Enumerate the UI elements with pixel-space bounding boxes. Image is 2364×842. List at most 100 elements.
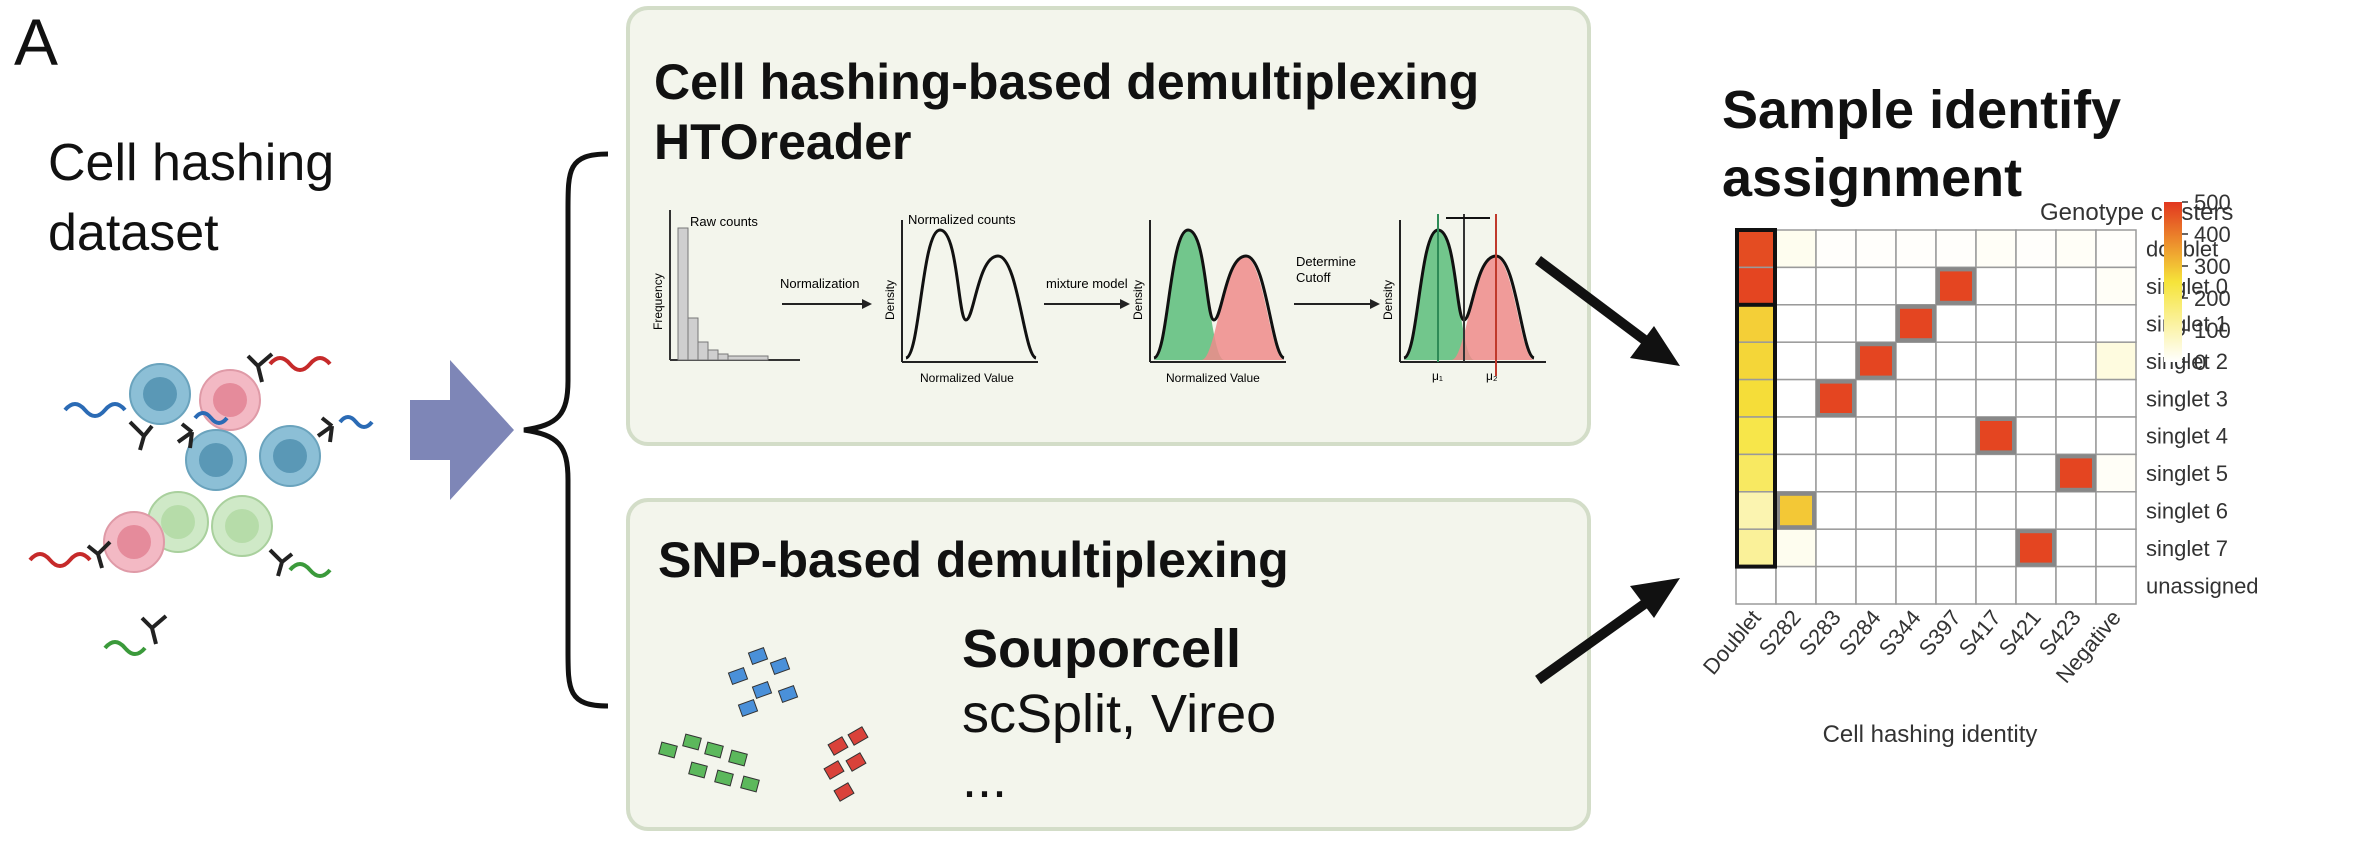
hashing-panel-title: Cell hashing-based demultiplexing HTOrea… bbox=[654, 54, 1480, 170]
y-tick-label: singlet 7 bbox=[2146, 536, 2228, 561]
x-tick-label: S344 bbox=[1874, 605, 1926, 660]
hashtag-oligos bbox=[28, 356, 374, 656]
heatmap-cell-3-5 bbox=[1935, 341, 1977, 381]
heatmap-cell-5-1 bbox=[1775, 416, 1817, 456]
heatmap-cell-6-7 bbox=[2015, 453, 2057, 493]
heatmap-cell-1-9 bbox=[2095, 266, 2137, 306]
heatmap-cell-5-8 bbox=[2055, 416, 2097, 456]
y-tick-label: singlet 3 bbox=[2146, 386, 2228, 411]
mixture-model-plot: Density Normalized Value bbox=[1131, 220, 1286, 385]
heatmap-cell-6-8 bbox=[2055, 453, 2097, 493]
heatmap-cell-0-1 bbox=[1775, 229, 1817, 269]
heatmap-cell-8-0 bbox=[1735, 528, 1777, 568]
heatmap-cell-6-2 bbox=[1815, 453, 1857, 493]
colorbar-gradient bbox=[2164, 202, 2182, 362]
heatmap-cell-0-2 bbox=[1815, 229, 1857, 269]
cell-green-2 bbox=[211, 495, 273, 557]
heatmap-cell-2-3 bbox=[1855, 304, 1897, 343]
heatmap-cell-8-1 bbox=[1775, 528, 1817, 568]
flow-arrow-icon bbox=[410, 360, 514, 500]
antibodies bbox=[86, 352, 334, 645]
cell-pink-2 bbox=[103, 511, 165, 573]
heatmap-cell-5-6 bbox=[1975, 416, 2017, 456]
heatmap-cell-3-6 bbox=[1975, 341, 2017, 381]
cutoff-plot: Density μ₁ μ₂ bbox=[1381, 214, 1546, 383]
heatmap-cell-8-2 bbox=[1815, 528, 1857, 568]
heatmap-cell-1-1 bbox=[1775, 266, 1817, 306]
assignment-title: Sample identify assignment bbox=[1722, 80, 2122, 208]
heatmap-cell-2-7 bbox=[2015, 304, 2057, 343]
heatmap-cell-8-9 bbox=[2095, 528, 2137, 568]
heatmap-cell-8-3 bbox=[1855, 528, 1897, 568]
x-tick-label: S284 bbox=[1834, 605, 1886, 660]
colorbar-tick-label: 0 bbox=[2194, 350, 2206, 375]
heatmap-cell-9-1 bbox=[1775, 565, 1817, 605]
heatmap-cell-4-8 bbox=[2055, 378, 2097, 418]
heatmap-cell-4-1 bbox=[1775, 378, 1817, 418]
heatmap-cell-5-7 bbox=[2015, 416, 2057, 456]
heatmap-cell-1-3 bbox=[1855, 266, 1897, 306]
arrow-top-icon bbox=[1535, 256, 1680, 366]
highlight-2-4 bbox=[1896, 304, 1936, 343]
souporcell-label: Souporcell bbox=[962, 619, 1242, 679]
heatmap-cell-0-8 bbox=[2055, 229, 2097, 269]
heatmap-cell-0-5 bbox=[1935, 229, 1977, 269]
highlight-1-5 bbox=[1936, 267, 1976, 305]
highlight-8-7 bbox=[2016, 529, 2056, 567]
heatmap-cell-4-4 bbox=[1895, 378, 1937, 418]
heatmap-cell-6-6 bbox=[1975, 453, 2017, 493]
y-tick-label: doublet bbox=[2146, 237, 2218, 262]
heatmap-cell-9-8 bbox=[2055, 565, 2097, 605]
heatmap-cell-7-6 bbox=[1975, 491, 2017, 530]
heatmap-cell-4-7 bbox=[2015, 378, 2057, 418]
heatmap-cell-3-1 bbox=[1775, 341, 1817, 381]
heatmap-cell-3-9 bbox=[2095, 341, 2137, 381]
heatmap-cell-2-4 bbox=[1895, 304, 1937, 343]
frequency-label: Frequency bbox=[651, 273, 665, 330]
heatmap-cell-9-7 bbox=[2015, 565, 2057, 605]
y-tick-label: singlet 4 bbox=[2146, 424, 2228, 449]
heatmap-cell-8-6 bbox=[1975, 528, 2017, 568]
mu2-label: μ₂ bbox=[1486, 369, 1498, 383]
normalized-counts-plot: Normalized counts Density Normalized Val… bbox=[883, 212, 1038, 385]
heatmap-cell-5-0 bbox=[1735, 416, 1777, 456]
heatmap-cell-3-8 bbox=[2055, 341, 2097, 381]
heatmap-cell-9-2 bbox=[1815, 565, 1857, 605]
heatmap-title: Genotype clusters bbox=[2040, 199, 2233, 226]
output-arrows bbox=[1535, 256, 1680, 685]
x-tick-label: S283 bbox=[1794, 605, 1846, 660]
x-tick-label: S282 bbox=[1754, 605, 1806, 660]
snp-panel-title: SNP-based demultiplexing bbox=[658, 532, 1289, 588]
more-tools-ellipsis: ... bbox=[962, 749, 1008, 809]
heatmap-cell-2-0 bbox=[1735, 304, 1777, 343]
heatmap-cell-9-6 bbox=[1975, 565, 2017, 605]
heatmap-cell-4-2 bbox=[1815, 378, 1857, 418]
heatmap-cell-2-9 bbox=[2095, 304, 2137, 343]
heatmap-cell-9-9 bbox=[2095, 565, 2137, 605]
highlight-5-6 bbox=[1976, 417, 2016, 455]
heatmap-cell-9-4 bbox=[1895, 565, 1937, 605]
heatmap-cell-7-7 bbox=[2015, 491, 2057, 530]
raw-counts-histogram: Raw counts Frequency bbox=[651, 210, 800, 361]
colorbar-tick-label: 400 bbox=[2194, 222, 2231, 247]
cell-blue-1 bbox=[129, 363, 191, 425]
cell-blue-3 bbox=[259, 425, 321, 487]
heatmap-cell-7-8 bbox=[2055, 491, 2097, 530]
heatmap-cell-3-3 bbox=[1855, 341, 1897, 381]
curly-brace-icon bbox=[523, 151, 609, 709]
heatmap-cell-0-9 bbox=[2095, 229, 2137, 269]
heatmap-cell-2-8 bbox=[2055, 304, 2097, 343]
density-label-3: Density bbox=[1131, 280, 1145, 320]
heatmap-cell-7-3 bbox=[1855, 491, 1897, 530]
x-tick-label: S417 bbox=[1954, 605, 2006, 660]
raw-counts-label: Raw counts bbox=[690, 214, 758, 229]
heatmap-cell-1-8 bbox=[2055, 266, 2097, 306]
heatmap-cell-6-9 bbox=[2095, 453, 2137, 493]
heatmap-cell-8-5 bbox=[1935, 528, 1977, 568]
heatmap-cell-7-0 bbox=[1735, 491, 1777, 530]
x-tick-label: S397 bbox=[1914, 605, 1966, 660]
cell-hashing-illustration bbox=[28, 352, 374, 656]
heatmap-cell-0-4 bbox=[1895, 229, 1937, 269]
density-label-4: Density bbox=[1381, 280, 1395, 320]
x-axis-title: Cell hashing identity bbox=[1823, 721, 2038, 748]
